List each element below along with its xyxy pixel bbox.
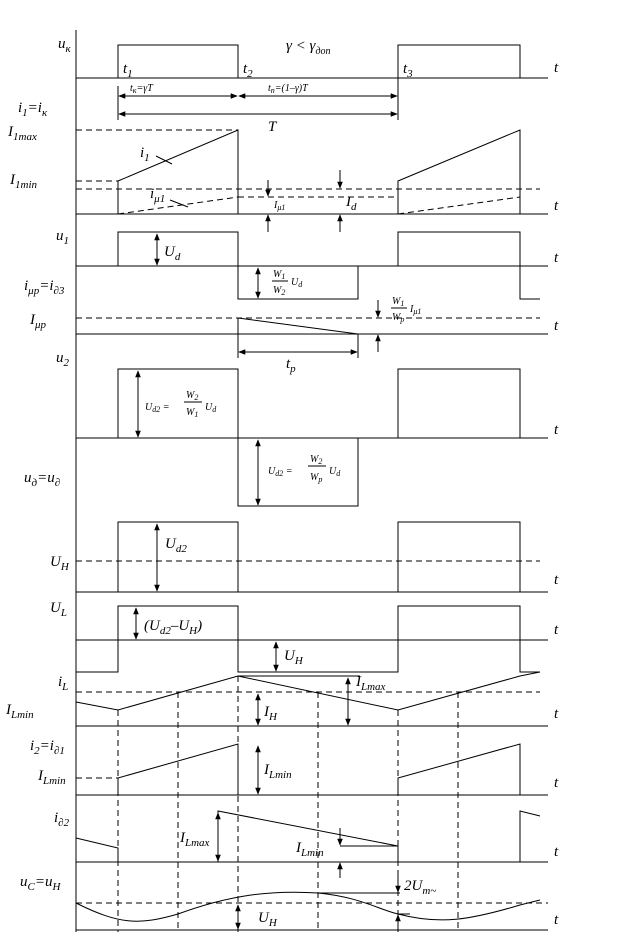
id2-label: i∂2 (54, 810, 70, 829)
uh-t-label: t (554, 572, 559, 588)
tp-label: tр (286, 356, 296, 375)
panel-id2: i∂2 t ILmax ILmin (54, 810, 559, 878)
period-label: T (268, 119, 278, 135)
imu1-label: Iμ1 (273, 200, 285, 212)
i1-current-2 (397, 129, 521, 214)
imu1-curve-label: iμ1 (150, 186, 165, 205)
imu-waveform (237, 317, 359, 335)
uk-t-label: t (554, 60, 559, 76)
imu-level-label: Iμр (29, 312, 47, 331)
il-ih-label: IН (263, 704, 278, 723)
uh-ud2-label: Ud2 (165, 536, 187, 555)
id2-t-label: t (554, 844, 559, 860)
uh-pulse-1 (117, 521, 239, 592)
u2-label: u2 (56, 350, 70, 369)
i1-t-label: t (554, 198, 559, 214)
imu1-curve-leader (169, 199, 189, 208)
panel-ul: UL t (Ud2–UН) UН (50, 600, 559, 673)
panel-uh: UН t Ud2 (50, 521, 559, 593)
i1-label: i1=iк (18, 100, 48, 119)
ud2-formula-1-den: W1 (186, 407, 198, 419)
il-label: iL (58, 674, 68, 693)
ul-waveform (76, 605, 540, 673)
uh-label: UН (50, 554, 70, 573)
ud2-formula-1-left: Ud2 = (145, 402, 169, 414)
uc-uh-label: UН (258, 910, 278, 929)
imu-note-tail: Iμ1 (409, 304, 421, 316)
ul-diff-label: (Ud2–UН) (144, 618, 202, 637)
t1-label: t1 (123, 61, 133, 80)
u1-t-label: t (554, 250, 559, 266)
panel-i1: i1=iк I1max I1min t i1 iμ1 Iμ1 Id (7, 100, 559, 232)
panel-u1: u1 t Ud W1 W2 Ud (56, 228, 559, 300)
ud2-formula-1-num: W2 (186, 390, 198, 402)
uc-t-label: t (554, 912, 559, 928)
ul-uh-label: UН (284, 648, 304, 667)
i2-label: i2=i∂1 (30, 738, 65, 757)
i1-curve-leader (155, 155, 173, 165)
ud2-formula-2-left: Ud2 = (268, 466, 292, 478)
ud-label: Ud (164, 244, 181, 263)
t3-label: t3 (403, 61, 413, 80)
ud-waveform (237, 438, 359, 507)
il-min-label: ILmin (5, 702, 34, 721)
u2-pulse-2 (397, 368, 521, 438)
imu1-ramp-1 (117, 196, 239, 215)
panel-u2: u2 t Ud2 = W2 W1 Ud (56, 350, 559, 439)
u1-waveform (76, 231, 540, 300)
ud2-formula-2-tail: Ud (329, 466, 341, 478)
ratio-num: W1 (273, 269, 285, 281)
ud2-formula-2-den: Wp (310, 472, 322, 484)
id-label: Id (345, 194, 357, 213)
imu-note-num: W1 (392, 296, 404, 308)
projection-lines (117, 676, 459, 932)
u2-t-label: t (554, 422, 559, 438)
i1max-label: I1max (7, 124, 37, 143)
uc-ripple-waveform (75, 891, 541, 922)
i1-current-1 (117, 129, 239, 214)
i2-min-label: ILmin (37, 768, 66, 787)
imu-note-den: Wp (392, 312, 404, 324)
imu-label: iμр=i∂3 (24, 278, 65, 297)
panel-uk: uк t γ < γдоп t1 t2 t3 tк=γT tп=(1–γ)T T (58, 36, 559, 135)
imu-t-label: t (554, 318, 559, 334)
il-max-label: ILmax (355, 674, 386, 693)
i1min-label: I1min (9, 172, 38, 191)
ul-label: UL (50, 600, 67, 619)
uk-pulse-1 (117, 44, 239, 78)
uh-pulse-2 (397, 521, 521, 592)
il-t-label: t (554, 706, 559, 722)
ratio-tail: Ud (291, 277, 303, 289)
gamma-condition: γ < γдоп (286, 38, 331, 57)
il-waveform (75, 671, 541, 711)
ud2-formula-2-num: W2 (310, 454, 322, 466)
ud2-formula-1-tail: Ud (205, 402, 217, 414)
uk-pulse-2 (397, 44, 521, 78)
panel-il: iL ILmin t IН ILmax (5, 671, 559, 727)
uc-um-label: 2Um~ (404, 878, 436, 897)
i1-curve-label: i1 (140, 145, 150, 164)
uk-label: uк (58, 36, 72, 55)
ratio-den: W2 (273, 285, 285, 297)
tp2-label: tп=(1–γ)T (268, 83, 309, 95)
panel-uc: uC=uН t 2Um~ UН (20, 874, 559, 932)
u2-pulse-1 (117, 368, 239, 438)
t2-label: t2 (243, 61, 253, 80)
panel-i2: i2=i∂1 ILmin t ILmin (30, 738, 559, 796)
id2-min-label: ILmin (295, 840, 324, 859)
panel-imu: iμр=i∂3 Iμр t tр W1 Wp Iμ1 (24, 278, 559, 375)
ul-t-label: t (554, 622, 559, 638)
uc-label: uC=uН (20, 874, 61, 893)
imu1-ramp-2 (397, 196, 521, 215)
ud-panel-label: uд=u∂ (24, 470, 60, 489)
id2-max-label: ILmax (179, 830, 210, 849)
panel-ud: uд=u∂ Ud2 = W2 Wp Ud (24, 438, 359, 507)
u1-label: u1 (56, 228, 69, 247)
i2-t-label: t (554, 775, 559, 791)
i2-lmin-label: ILmin (263, 762, 292, 781)
tk-label: tк=γT (130, 83, 154, 95)
i2-current-2 (397, 743, 521, 795)
